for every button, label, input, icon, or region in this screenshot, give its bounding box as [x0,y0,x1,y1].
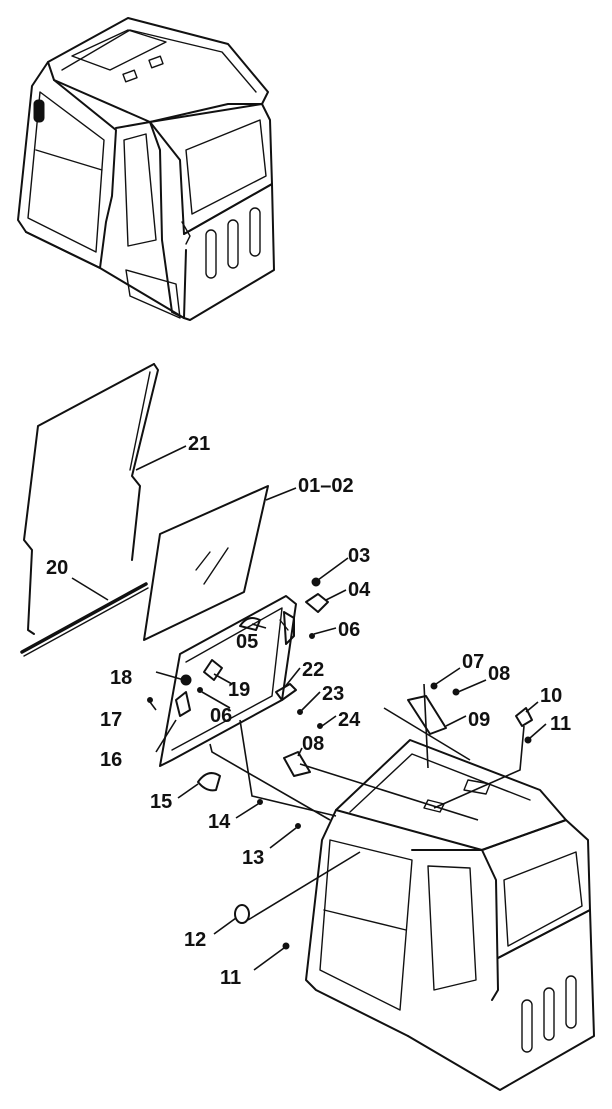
callout-12: 12 [184,929,206,951]
callout-07: 07 [462,651,484,673]
cab-mounting-illustration [305,739,595,1091]
assembly-guide-lines [209,683,525,921]
callout-17: 17 [100,709,122,731]
callout-06-upper: 06 [338,619,360,641]
callout-20: 20 [46,557,68,579]
callout-18: 18 [110,667,132,689]
callout-03: 03 [348,545,370,567]
callout-14: 14 [208,811,231,833]
callout-04: 04 [348,579,371,601]
callout-16: 16 [100,749,122,771]
callout-08-upper: 08 [488,663,510,685]
door-frame-assembly [159,595,297,767]
callout-10: 10 [540,685,562,707]
callout-labels: 21 01–02 20 03 04 05 06 18 19 17 06 16 2… [46,433,571,989]
callout-21: 21 [188,433,210,455]
callout-08-lower: 08 [302,733,324,755]
hardware-parts [147,577,533,950]
sliding-glass-01-02 [143,485,269,641]
callout-06-lower: 06 [210,705,232,727]
callout-22: 22 [302,659,324,681]
callout-01-02: 01–02 [298,475,354,497]
callout-leaders [71,445,547,971]
callout-15: 15 [150,791,172,813]
callout-23: 23 [322,683,344,705]
callout-11-lower: 11 [220,967,241,989]
lower-seal-strip-20 [20,582,149,657]
callout-13: 13 [242,847,264,869]
cab-assembled-illustration [17,17,275,321]
callout-09: 09 [468,709,490,731]
door-glass-seal-21 [23,363,159,635]
callout-19: 19 [228,679,250,701]
callout-05: 05 [236,631,258,653]
callout-11-upper: 11 [550,713,571,735]
callout-24: 24 [338,709,361,731]
